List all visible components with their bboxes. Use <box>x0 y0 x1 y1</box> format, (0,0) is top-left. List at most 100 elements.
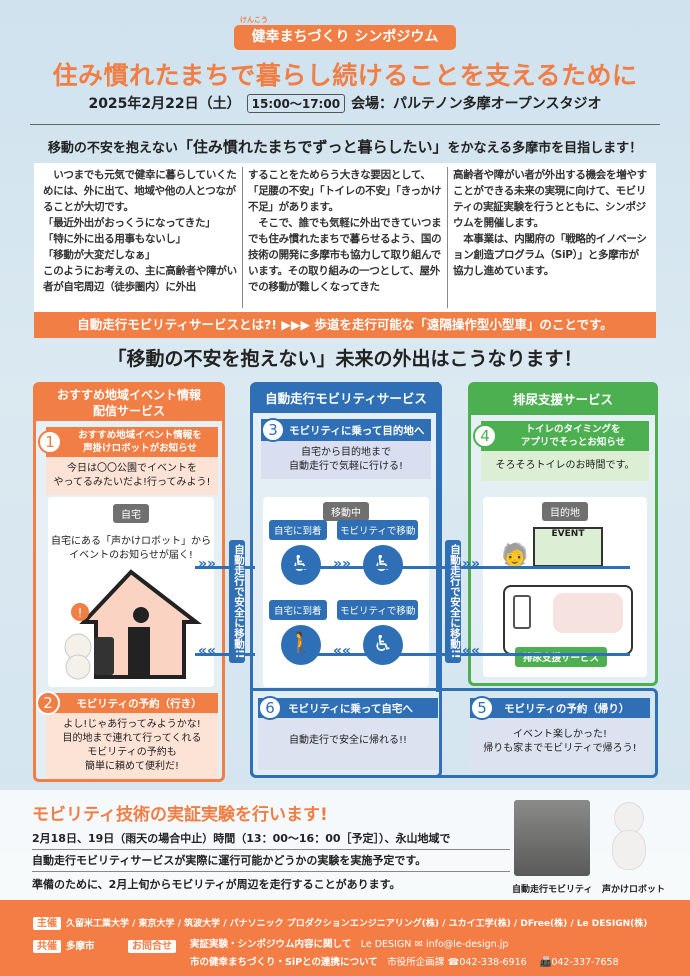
organizers: 久留米工業大学 / 東京大学 / 筑波大学 / パナソニック プロダクションエン… <box>66 919 648 929</box>
tag-moving-2: モビリティで移動 <box>337 600 419 620</box>
subtitle-main: 「住み慣れたまちでずっと暮らしたい」 <box>177 138 448 156</box>
connector-line <box>195 653 255 656</box>
contact-2: 市の健幸まちづくり・SiPとの連携について 市役所企画課 ☎042-338-69… <box>190 954 619 968</box>
step-label: トイレのタイミングを アプリでそっとお知らせ <box>520 424 626 448</box>
step-label: モビリティに乗って自宅へ <box>288 702 413 715</box>
arrow-left-icon: «« <box>333 643 352 659</box>
step-message: イベント楽しかった! 帰りも家までモビリティで帰ろう! <box>483 729 637 754</box>
step-message: 自宅から目的地まで 自動走行で気軽に行ける! <box>288 447 403 472</box>
walker-icon: 🚶 <box>281 625 321 665</box>
tag-moving: モビリティで移動 <box>337 520 419 540</box>
mobility-rider-icon: ♿ <box>363 545 403 585</box>
arrow-left-icon: «« <box>462 643 481 659</box>
event-sign: EVENT <box>551 529 585 539</box>
robot-photo-caption: 声かけロボット <box>602 885 666 895</box>
page-title: 住み慣れたまちで暮らし続けることを支えるために <box>52 61 638 90</box>
subtitle: 移動の不安を抱えない「住み慣れたまちでずっと暮らしたい」をかなえる多摩市を目指し… <box>0 136 690 157</box>
step-number: 6 <box>258 696 282 720</box>
step-message: そろそろトイレのお時間です。 <box>495 460 635 471</box>
organizer-label: 主催 <box>33 917 61 930</box>
event-booth-icon: EVENT <box>533 527 603 567</box>
panel-title: 自動走行モビリティサービス <box>253 385 439 413</box>
vertical-label: 自動走行で安全に移動!! <box>445 540 461 663</box>
phone-icon: ☎ <box>447 957 460 968</box>
step-2: 2 モビリティの予約（行き） よし!じゃあ行ってみようかな! 目的地まで連れて行… <box>36 691 218 779</box>
step-1: 1 おすすめ地域イベント情報を 声掛けロボットがお知らせ 今日は〇〇公園でイベン… <box>38 427 218 495</box>
excretion-support-panel: 排尿支援サービス 4 トイレのタイミングを アプリでそっとお知らせ そろそろトイ… <box>468 382 658 686</box>
contact2-fax: 042-337-7658 <box>551 957 619 968</box>
step-message: 自動走行で安全に帰れる!! <box>288 735 408 746</box>
fax-icon: 📠 <box>539 957 552 968</box>
arrow-right-icon: »» <box>333 556 352 572</box>
event-time: 15:00～17:00 <box>246 94 346 113</box>
mobility-definition-bar: 自動走行モビリティサービスとは?! ▶▶▶ 歩道を走行可能な「遠隔操作型小型車」… <box>34 312 656 338</box>
step-number: 1 <box>38 430 62 454</box>
mail-icon: ✉ <box>414 939 423 950</box>
step-3: 3 モビリティに乗って目的地へ 自宅から目的地まで 自動走行で気軽に行ける! <box>261 418 431 479</box>
app-bubble <box>503 585 633 655</box>
step-label: おすすめ地域イベント情報を 声掛けロボットがお知らせ <box>78 430 202 454</box>
place-tag: 自宅 <box>113 504 149 523</box>
organizers-row: 主催久留米工業大学 / 東京大学 / 筑波大学 / パナソニック プロダクション… <box>33 914 648 930</box>
svg-text:!: ! <box>78 606 83 620</box>
mobility-photo-caption: 自動走行モビリティ <box>512 885 593 895</box>
smartphone-icon <box>513 595 531 629</box>
cohost-label: 共催 <box>33 940 61 953</box>
experiment-section: モビリティ技術の実証実験を行います! 2月18日、19日（雨天の場合中止）時間（… <box>0 790 690 900</box>
service-tag: 排尿支援サービス <box>515 647 608 667</box>
return-frame <box>250 688 658 778</box>
footer: 主催久留米工業大学 / 東京大学 / 筑波大学 / パナソニック プロダクション… <box>0 900 690 976</box>
badge-ruby: けんこう <box>240 16 268 24</box>
contact2-org: 市役所企画課 <box>387 957 445 968</box>
cohost-row: 共催多摩市 <box>33 937 95 953</box>
elderly-person-icon: 🧓 <box>501 543 529 568</box>
arrow-right-icon: »» <box>198 556 217 572</box>
step-label: モビリティの予約（帰り） <box>504 702 630 715</box>
contact-1: 実証実験・シンポジウム内容に関して Le DESIGN ✉ info@le-de… <box>190 936 508 950</box>
connector-line <box>195 566 255 569</box>
robot-photo <box>612 802 646 878</box>
place-tag: 移動中 <box>323 502 369 521</box>
event-datetime: 2025年2月22日（土） 15:00～17:00 会場：パルテノン多摩オープンスタ… <box>0 93 690 113</box>
intro-col-3: 高齢者や障がい者が外出する機会を増やすことができる未来の実現に向けて、モビリティ… <box>447 167 652 308</box>
event-date: 2025年2月22日（土） <box>88 96 241 112</box>
step-number: 4 <box>473 424 497 448</box>
arrow-left-icon: «« <box>198 643 217 659</box>
step-5: 5 モビリティの予約（帰り） イベント楽しかった! 帰りも家までモビリティで帰ろ… <box>470 696 650 770</box>
vertical-label: 自動走行で安全に移動!! <box>229 540 245 663</box>
mobility-rider-icon: ♿ <box>363 625 403 665</box>
step-number: 5 <box>470 696 494 720</box>
step-4: 4 トイレのタイミングを アプリでそっとお知らせ そろそろトイレのお時間です。 <box>473 421 649 481</box>
step-label: モビリティに乗って目的地へ <box>289 424 425 437</box>
event-badge: 健幸まちづくり シンポジウム <box>234 25 456 50</box>
event-venue: 会場：パルテノン多摩オープンスタジオ <box>351 96 602 112</box>
contact2-topic: 市の健幸まちづくり・SiPとの連携について <box>190 957 378 968</box>
panel-title: おすすめ地域イベント情報 配信サービス <box>36 385 222 421</box>
experiment-title: モビリティ技術の実証実験を行います! <box>32 805 328 825</box>
intro-col-1: いつまでも元気で健幸に暮らしていくためには、外に出て、地域や他の人とつながること… <box>43 169 237 293</box>
home-scene: 自宅 自宅にある「声かけロボット」から イベントのお知らせが届く! ! <box>48 497 214 687</box>
step-number: 3 <box>261 418 285 442</box>
intro-text: いつまでも元気で健幸に暮らしていくためには、外に出て、地域や他の人とつながること… <box>34 163 656 312</box>
step-label: モビリティの予約（行き） <box>76 697 202 710</box>
step-6: 6 モビリティに乗って自宅へ 自動走行で安全に帰れる!! <box>258 696 438 770</box>
contact1-org: Le DESIGN <box>360 939 412 950</box>
tag-arrived-home: 自宅に到着 <box>269 520 327 540</box>
event-info-panel: おすすめ地域イベント情報 配信サービス 1 おすすめ地域イベント情報を 声掛けロ… <box>33 382 225 782</box>
contact2-tel[interactable]: 042-338-6916 <box>459 957 527 968</box>
experiment-line-3: 準備のために、2月上旬からモビリティが周辺を走行することがあります。 <box>32 878 401 891</box>
intro-col-2: することをためらう大きな要因として、「足腰の不安」「トイレの不安」「きっかけ不足… <box>242 167 447 308</box>
divider <box>30 124 660 125</box>
subtitle-pre: 移動の不安を抱えない <box>47 141 178 156</box>
contact1-email[interactable]: info@le-design.jp <box>425 939 509 950</box>
house-illustration: ! <box>64 569 202 680</box>
contact-label-wrap: お問合せ <box>128 937 181 953</box>
mobility-photo <box>514 800 590 876</box>
tag-arrived-home-2: 自宅に到着 <box>269 600 327 620</box>
step-number: 2 <box>36 691 60 715</box>
scene-desc: 自宅にある「声かけロボット」から イベントのお知らせが届く! <box>51 536 211 561</box>
destination-scene: 目的地 EVENT 🧓 排尿支援サービス <box>483 497 647 677</box>
wheelchair-icon: ♿ <box>281 545 321 585</box>
experiment-line-2: 自動走行モビリティサービスが実際に運行可能かどうかの実験を実施予定です。 <box>32 852 510 872</box>
panel-title: 排尿支援サービス <box>471 385 655 415</box>
